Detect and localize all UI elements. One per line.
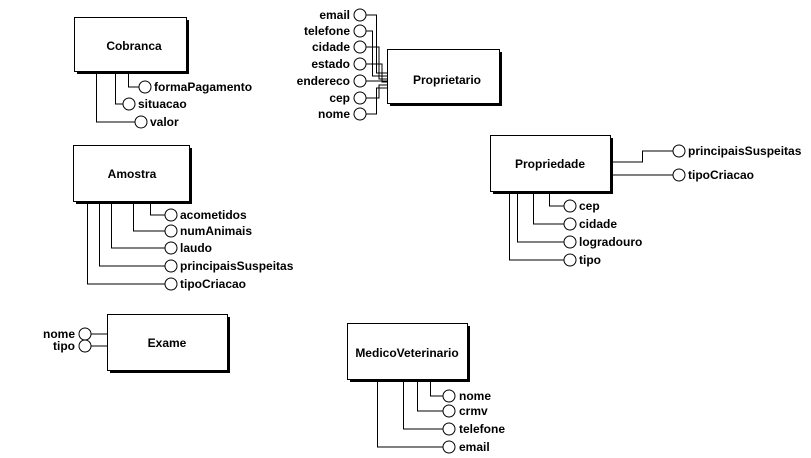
- attr-circle[interactable]: [353, 74, 367, 88]
- attr-label: endereco: [297, 74, 350, 88]
- attr-label: acometidos: [180, 208, 247, 222]
- entity-exame-box[interactable]: [107, 314, 228, 371]
- attr-label: cep: [579, 199, 600, 213]
- attr-label: cidade: [579, 217, 617, 231]
- attr-circle[interactable]: [563, 253, 577, 267]
- entity-cobranca-box[interactable]: [74, 17, 187, 72]
- attr-circle[interactable]: [164, 259, 178, 273]
- attr-label: cidade: [312, 40, 350, 54]
- attr-circle[interactable]: [353, 91, 367, 105]
- attr-circle[interactable]: [134, 115, 148, 129]
- proprietario-attributes: email telefone cidade estado endereco ce…: [297, 8, 388, 121]
- entity-propriedade[interactable]: Propriedade: [490, 135, 614, 195]
- attr-circle[interactable]: [164, 277, 178, 291]
- attr-circle[interactable]: [563, 199, 577, 213]
- attr-circle[interactable]: [563, 217, 577, 231]
- attr-label: numAnimais: [180, 224, 252, 238]
- attr-label: email: [459, 440, 490, 454]
- entity-amostra-title: Amostra: [108, 167, 157, 181]
- attr-circle[interactable]: [164, 208, 178, 222]
- entity-exame[interactable]: Exame: [107, 314, 231, 374]
- attr-label: principaisSuspeitas: [180, 259, 294, 273]
- medico-veterinario-attributes: nome crmv telefone email: [377, 380, 505, 454]
- entity-cobranca-title: Cobranca: [106, 39, 162, 53]
- attr-label: nome: [318, 107, 350, 121]
- attr-label: cep: [329, 91, 350, 105]
- propriedade-attributes: cep cidade logradouro tipo: [509, 192, 642, 267]
- entity-proprietario[interactable]: Proprietario: [387, 49, 503, 107]
- attr-circle[interactable]: [442, 389, 456, 403]
- attr-circle[interactable]: [353, 57, 367, 71]
- attr-label: nome: [459, 389, 491, 403]
- attr-label: principaisSuspeitas: [688, 144, 802, 158]
- attr-circle[interactable]: [353, 107, 367, 121]
- attr-label: valor: [150, 115, 179, 129]
- entity-amostra-box[interactable]: [73, 145, 190, 202]
- attr-label: crmv: [459, 404, 488, 418]
- entity-medico-veterinario-title: MedicoVeterinario: [355, 346, 458, 360]
- attr-label: tipoCriacao: [688, 168, 754, 182]
- attr-label: laudo: [180, 241, 212, 255]
- entity-medico-veterinario[interactable]: MedicoVeterinario: [347, 323, 471, 383]
- attr-circle[interactable]: [353, 8, 367, 22]
- propriedade-side-attributes: principaisSuspeitas tipoCriacao: [611, 144, 802, 182]
- attr-circle[interactable]: [442, 440, 456, 454]
- attr-label: email: [319, 8, 350, 22]
- attr-circle[interactable]: [442, 422, 456, 436]
- attr-circle[interactable]: [78, 327, 92, 341]
- attr-label: nome: [43, 327, 75, 341]
- entity-cobranca[interactable]: Cobranca: [74, 17, 190, 75]
- attr-circle[interactable]: [442, 404, 456, 418]
- attr-label: telefone: [304, 24, 350, 38]
- attr-label: tipo: [53, 339, 75, 353]
- entity-propriedade-box[interactable]: [490, 135, 611, 192]
- cobranca-attributes: formaPagamento situacao valor: [96, 72, 252, 129]
- attr-circle[interactable]: [672, 144, 686, 158]
- attr-circle[interactable]: [78, 339, 92, 353]
- attr-circle[interactable]: [353, 24, 367, 38]
- attr-circle[interactable]: [164, 224, 178, 238]
- attr-circle[interactable]: [563, 235, 577, 249]
- amostra-attributes: acometidos numAnimais laudo principaisSu…: [87, 202, 294, 291]
- entity-amostra[interactable]: Amostra: [73, 145, 193, 205]
- attr-label: formaPagamento: [154, 80, 252, 94]
- attr-circle[interactable]: [164, 241, 178, 255]
- entity-propriedade-title: Propriedade: [515, 157, 585, 171]
- attr-circle[interactable]: [122, 97, 136, 111]
- exame-attributes: nome tipo: [43, 327, 108, 353]
- attr-label: situacao: [138, 97, 187, 111]
- attr-label: telefone: [459, 422, 505, 436]
- entity-proprietario-title: Proprietario: [413, 73, 481, 87]
- attr-label: tipoCriacao: [180, 277, 246, 291]
- entity-medico-veterinario-box[interactable]: [347, 323, 468, 380]
- attr-circle[interactable]: [672, 168, 686, 182]
- attr-label: logradouro: [579, 235, 642, 249]
- attr-label: estado: [311, 57, 350, 71]
- entity-exame-title: Exame: [148, 336, 187, 350]
- attr-circle[interactable]: [138, 80, 152, 94]
- attr-circle[interactable]: [353, 40, 367, 54]
- attr-label: tipo: [579, 253, 601, 267]
